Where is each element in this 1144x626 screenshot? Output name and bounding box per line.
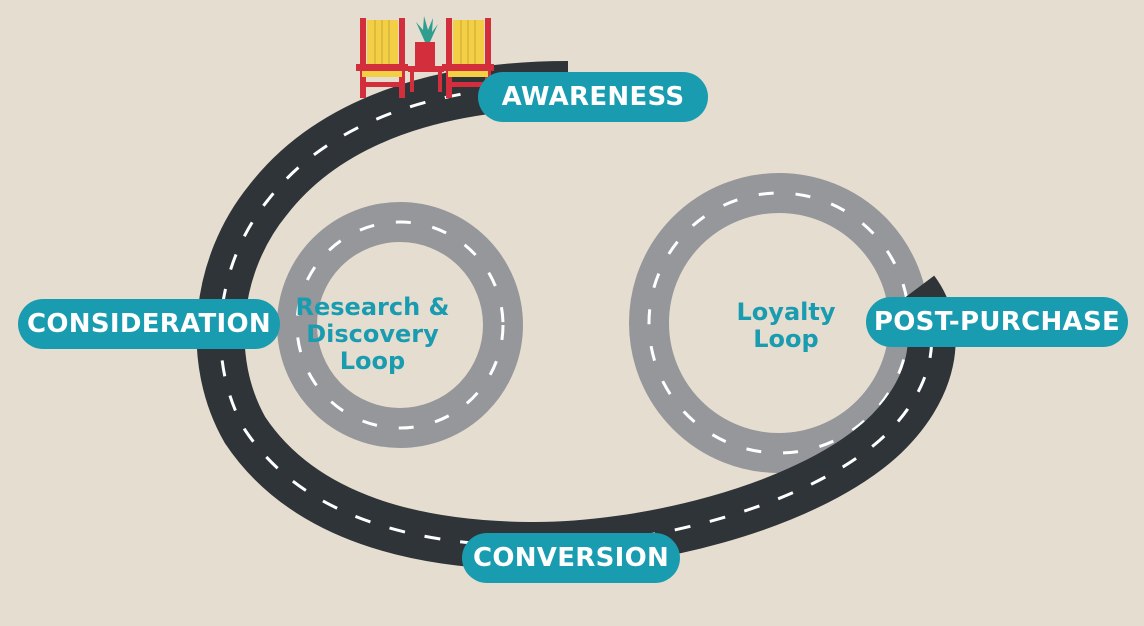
research-loop-lane-marking — [295, 220, 505, 430]
post-purchase-label: POST-PURCHASE — [866, 297, 1128, 347]
loop-label-line: Loop — [339, 347, 406, 375]
awareness-label: AWARENESS — [478, 72, 708, 122]
main-road-lane-marking — [219, 83, 934, 548]
research-discovery-loop-label: Research & Discovery Loop — [280, 294, 465, 375]
loop-label-line: Loop — [753, 325, 819, 353]
potted-plant-icon — [408, 16, 444, 92]
loop-label-line: Discovery — [306, 320, 439, 348]
loop-label-line: Research & — [295, 293, 450, 321]
adirondack-chair-icon — [442, 18, 494, 98]
loyalty-loop-label: Loyalty Loop — [716, 299, 856, 353]
consideration-label: CONSIDERATION — [18, 299, 280, 349]
conversion-label: CONVERSION — [462, 533, 680, 583]
adirondack-chair-icon — [356, 18, 408, 98]
loop-label-line: Loyalty — [736, 298, 836, 326]
